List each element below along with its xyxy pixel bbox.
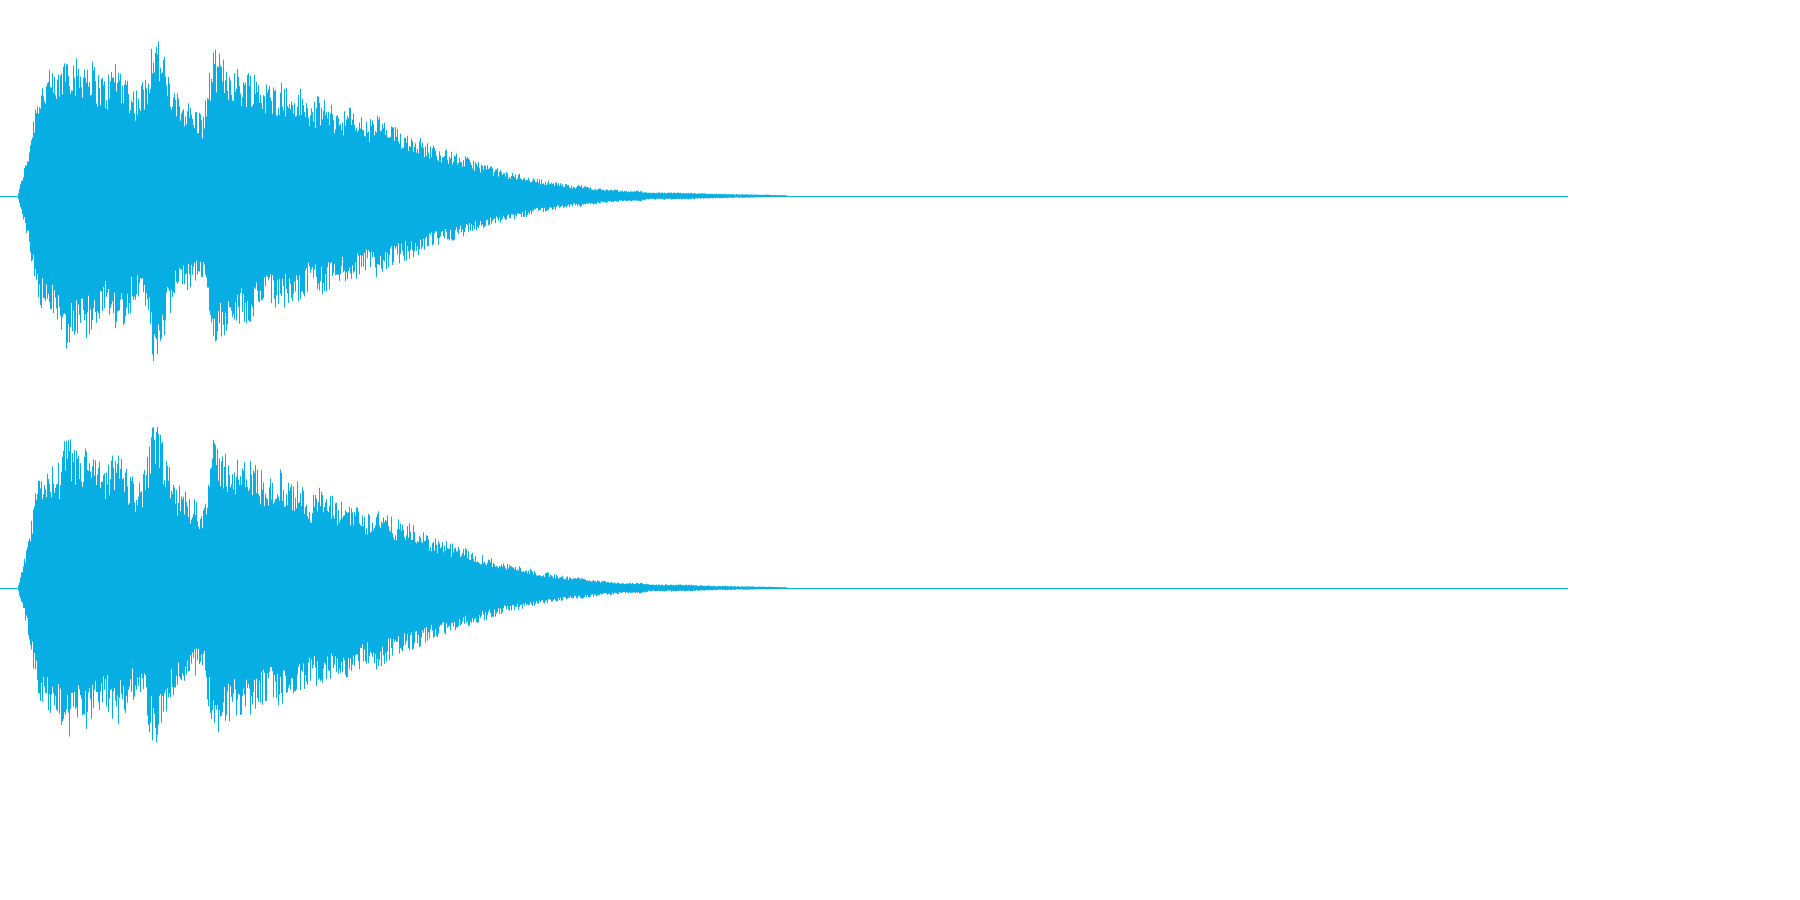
- right-channel-signal: [18, 426, 787, 743]
- waveform-channel-right[interactable]: [0, 426, 1568, 743]
- left-channel-signal: [18, 41, 787, 361]
- waveform-channel-left[interactable]: [0, 41, 1568, 362]
- stereo-waveform[interactable]: [0, 0, 1568, 784]
- waveform-view[interactable]: [0, 0, 1568, 784]
